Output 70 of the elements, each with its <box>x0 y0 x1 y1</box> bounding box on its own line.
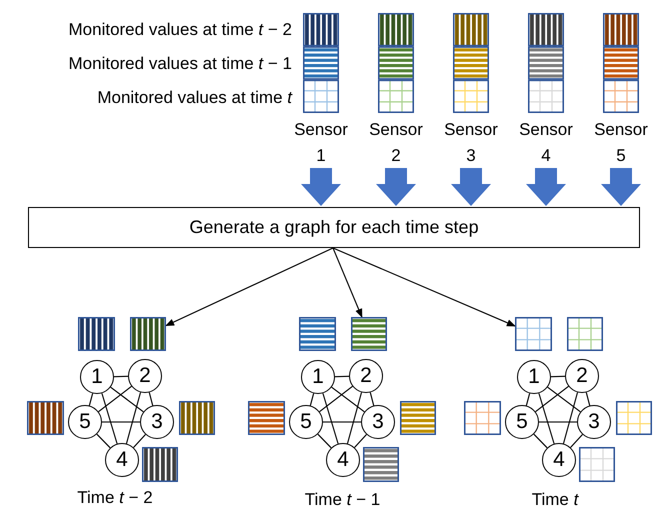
sensor-value-square <box>179 401 215 435</box>
graph-edge <box>533 434 548 448</box>
graph-edge <box>319 386 353 412</box>
time-label: Time t − 2 <box>76 487 154 509</box>
graph-edge <box>98 386 132 412</box>
sensor-value-stack <box>453 13 489 113</box>
graph-edge <box>323 421 361 423</box>
graph-edge <box>354 434 367 448</box>
graph-edge <box>322 393 339 444</box>
graph-edge <box>550 376 566 378</box>
row-label: Monitored values at time t − 1 <box>68 53 292 75</box>
graph-edge <box>148 392 154 406</box>
sensor-value-square <box>567 317 603 351</box>
sensor-value-square <box>130 317 166 351</box>
sensor-value-square <box>248 401 285 435</box>
process-box: Generate a graph for each time step <box>28 207 640 248</box>
graph-edge <box>539 421 577 423</box>
sensor-value-square <box>27 401 64 435</box>
graph-edge <box>370 392 374 406</box>
sensor-label: Sensor 5 <box>593 119 649 167</box>
sensor-value-square <box>363 447 399 482</box>
graph-edge <box>586 392 590 406</box>
graph-edge <box>317 434 332 448</box>
graph-edge <box>570 434 583 448</box>
graph-edge <box>562 392 578 444</box>
block-arrow <box>526 168 566 206</box>
block-arrow <box>301 168 341 206</box>
sensor-label: Sensor 1 <box>293 119 349 167</box>
sensor-value-stack <box>603 13 639 113</box>
sensor-value-stack <box>378 13 414 113</box>
sensor-value-square <box>351 317 387 351</box>
graph-edge <box>165 248 334 326</box>
graph-edge <box>332 248 362 318</box>
sensor-value-stack <box>528 13 564 113</box>
block-arrow <box>601 168 641 206</box>
graph-edge <box>88 393 94 406</box>
graph-edge <box>310 393 314 406</box>
time-label: Time t − 1 <box>304 489 382 511</box>
sensor-value-square <box>299 317 336 351</box>
graph-edge <box>538 393 555 444</box>
sensor-value-square <box>142 447 178 482</box>
graph-edge <box>331 386 365 412</box>
sensor-value-square <box>579 447 615 482</box>
sensor-value-stack <box>303 13 339 113</box>
graph-edge <box>133 434 146 448</box>
graph-edge <box>332 248 516 327</box>
graph-edge <box>102 421 140 423</box>
graph-edge <box>535 386 569 412</box>
sensor-value-square <box>400 401 436 435</box>
graph-edge <box>101 393 118 444</box>
sensor-value-square <box>78 317 115 351</box>
row-label: Monitored values at time t <box>96 87 292 109</box>
graph-edge <box>110 386 144 412</box>
sensor-label: Sensor 2 <box>368 119 424 167</box>
graph-edge <box>526 393 530 406</box>
sensor-value-square <box>515 317 552 351</box>
graph-edge <box>346 392 362 444</box>
block-arrow <box>376 168 416 206</box>
sensor-label: Sensor 3 <box>443 119 499 167</box>
sensor-label: Sensor 4 <box>518 119 574 167</box>
graph-edge <box>96 434 111 448</box>
time-label: Time t <box>530 489 580 511</box>
row-label: Monitored values at time t − 2 <box>68 19 292 41</box>
block-arrow <box>451 168 491 206</box>
graph-edge <box>547 386 581 412</box>
sensor-value-square <box>464 401 501 435</box>
graph-edge <box>334 376 350 378</box>
graph-edge <box>114 376 128 378</box>
graph-edge <box>126 392 142 444</box>
sensor-value-square <box>616 401 652 435</box>
